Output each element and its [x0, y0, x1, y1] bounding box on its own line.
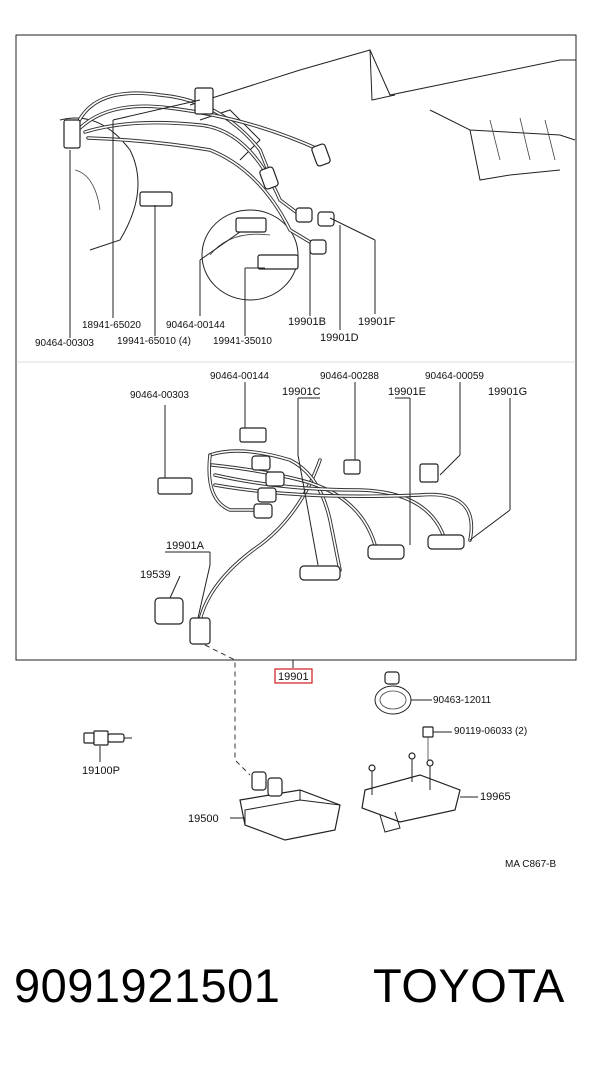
label-19901B: 19901B	[288, 316, 326, 328]
middle-wire-harness	[154, 449, 474, 645]
middle-leader-lines	[164, 382, 511, 619]
label-19965: 19965	[480, 791, 511, 803]
top-leader-lines	[69, 99, 376, 338]
label-90464-00303-mid: 90464-00303	[130, 390, 189, 401]
label-19901A: 19901A	[166, 540, 205, 552]
label-19500: 19500	[188, 813, 219, 825]
label-90464-00059: 90464-00059	[425, 371, 484, 382]
label-19539: 19539	[140, 569, 171, 581]
highlight-box-19901	[274, 668, 313, 684]
label-19941-65010: 19941-65010 (4)	[117, 336, 191, 347]
top-wire-harness	[63, 87, 335, 270]
middle-clips	[157, 427, 439, 495]
dashed-leader-coil	[204, 644, 251, 776]
parts-diagram: 18941-65020 90464-00144 19901B 19901F 90…	[15, 34, 577, 870]
label-90464-00288: 90464-00288	[320, 371, 379, 382]
engine-block-drawing	[59, 49, 576, 301]
label-19941-35010: 19941-35010	[213, 336, 272, 347]
clamp-band-drawing	[374, 671, 432, 715]
label-19901F: 19901F	[358, 316, 396, 328]
label-90464-00144-top: 90464-00144	[166, 320, 225, 331]
part-number: 9091921501	[14, 959, 281, 1012]
label-90119-06033: 90119-06033 (2)	[454, 726, 527, 737]
ignition-coil-drawing	[230, 771, 341, 841]
label-19901C: 19901C	[282, 386, 321, 398]
label-19901D: 19901D	[320, 332, 359, 344]
label-19901[interactable]: 19901	[278, 671, 309, 683]
label-90463-12011: 90463-12011	[433, 695, 492, 706]
label-90464-00144-mid: 90464-00144	[210, 371, 269, 382]
bracket-drawing	[361, 752, 478, 833]
label-19901E: 19901E	[388, 386, 426, 398]
diagram-frame	[15, 34, 577, 661]
label-18941-65020: 18941-65020	[82, 320, 141, 331]
brand-name: TOYOTA	[373, 959, 565, 1012]
label-90464-00303-top: 90464-00303	[35, 338, 94, 349]
spark-plug-drawing	[83, 730, 132, 762]
bolt-drawing	[422, 726, 452, 760]
reference-code: MA C867-B	[505, 859, 556, 870]
label-19100P: 19100P	[82, 765, 120, 777]
label-19901G: 19901G	[488, 386, 527, 398]
